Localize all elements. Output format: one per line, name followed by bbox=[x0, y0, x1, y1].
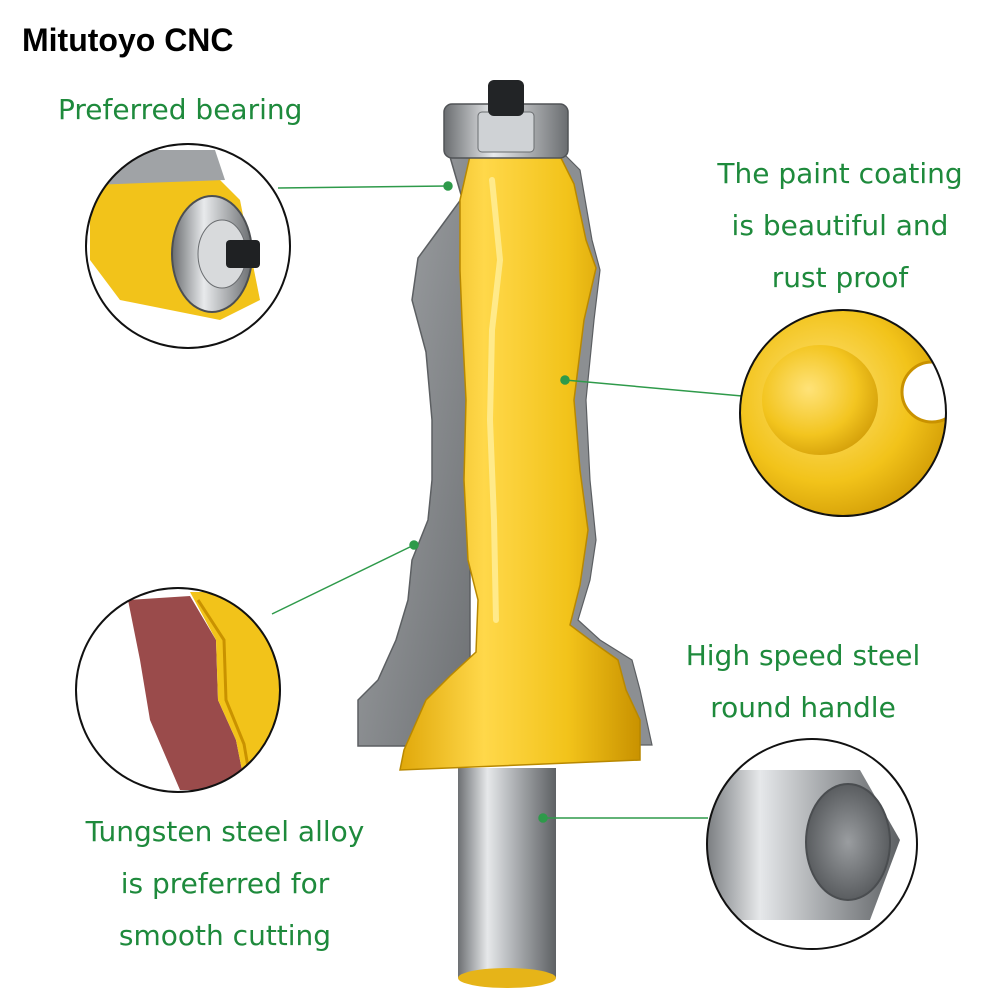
label-line: round handle bbox=[710, 691, 896, 724]
router-bit bbox=[357, 80, 653, 988]
shank bbox=[458, 768, 556, 978]
label-line: High speed steel bbox=[685, 639, 921, 672]
label-line: The paint coating bbox=[717, 157, 963, 190]
body-highlight bbox=[486, 177, 504, 623]
bearing-inner bbox=[477, 111, 535, 153]
label-line: is preferred for bbox=[120, 867, 330, 900]
carbide-blade bbox=[357, 149, 471, 747]
label-tungsten-alloy: Tungsten steel alloy is preferred for sm… bbox=[70, 806, 380, 962]
label-preferred-bearing: Preferred bearing bbox=[58, 84, 302, 136]
zoom-circle-bearing bbox=[85, 143, 291, 349]
shank-base bbox=[458, 968, 556, 988]
label-line: smooth cutting bbox=[118, 919, 332, 952]
label-line: Preferred bearing bbox=[58, 93, 303, 126]
zoom-circle-coating bbox=[739, 309, 947, 517]
label-paint-coating: The paint coating is beautiful and rust … bbox=[700, 148, 980, 304]
leader-lines bbox=[271, 181, 743, 823]
label-line: rust proof bbox=[771, 261, 909, 294]
label-steel-handle: High speed steel round handle bbox=[668, 630, 938, 734]
yellow-body bbox=[399, 155, 641, 771]
zoom-circle-shank bbox=[706, 738, 918, 950]
brand-title: Mitutoyo CNC bbox=[22, 22, 234, 58]
label-line: is beautiful and bbox=[731, 209, 949, 242]
label-line: Tungsten steel alloy bbox=[85, 815, 365, 848]
bearing-screw bbox=[488, 80, 524, 116]
zoom-circle-alloy bbox=[75, 587, 281, 793]
